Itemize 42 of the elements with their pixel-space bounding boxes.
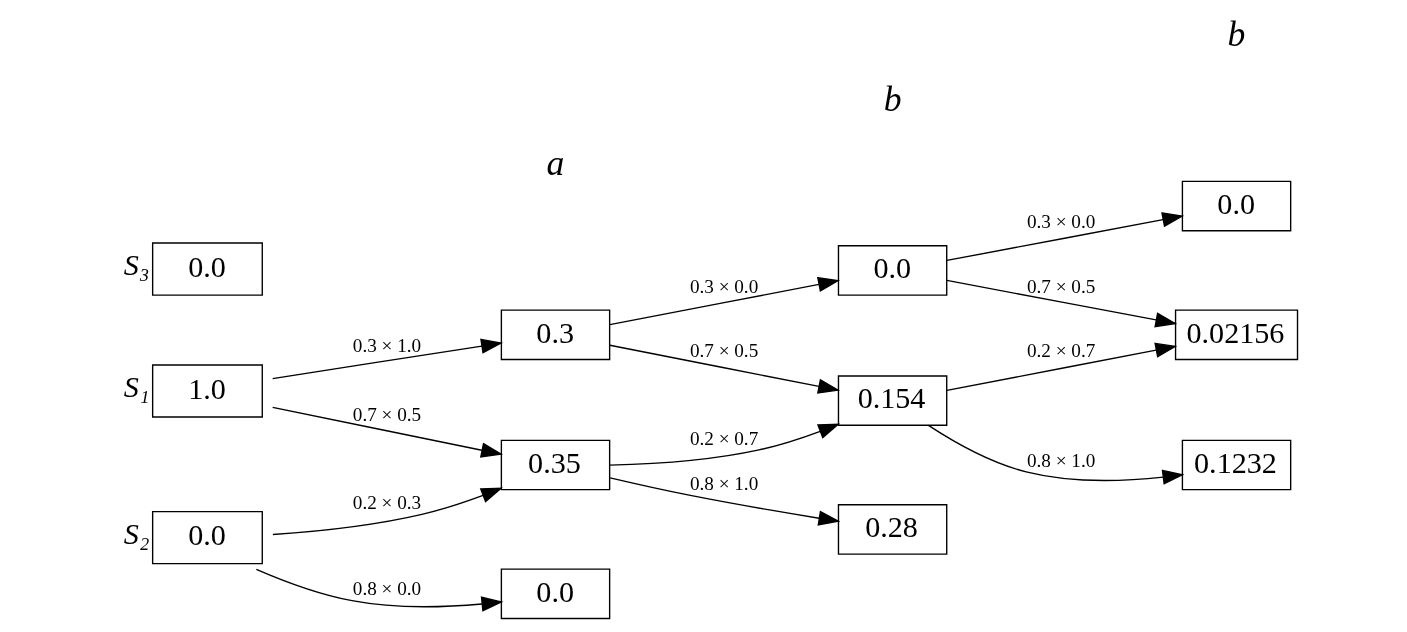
edge-label: 0.8 × 1.0 [689, 472, 759, 494]
edge-label: 0.8 × 1.0 [1026, 449, 1096, 471]
node-box: 0.02156 [1174, 309, 1299, 361]
arrow [946, 279, 1178, 328]
node-label: S₂ [123, 516, 150, 551]
node-box: 0.1232 [1181, 439, 1292, 491]
node-box: 0.28 [837, 504, 948, 555]
node-box: 0.0 [500, 568, 611, 620]
edge-label: 0.7 × 0.5 [1026, 275, 1096, 297]
arrow [609, 477, 841, 526]
node-box: 0.0 [151, 510, 263, 565]
edge-label: 0.8 × 0.0 [352, 578, 422, 600]
node-box: 1.0 [151, 364, 263, 418]
arrow [609, 344, 840, 394]
node-box: 0.0 [151, 242, 263, 296]
edge-label: 0.7 × 0.5 [689, 340, 759, 362]
node-box: 0.154 [837, 375, 948, 426]
arrow [927, 424, 1185, 485]
arrow [609, 423, 841, 466]
edge-label: 0.3 × 0.0 [1026, 211, 1096, 233]
arrow [272, 406, 503, 458]
arrow [609, 276, 840, 326]
arrow [946, 212, 1185, 262]
arrow [272, 338, 503, 380]
edge-label: 0.2 × 0.7 [689, 427, 759, 449]
edge-label: 0.3 × 0.0 [689, 275, 759, 297]
label: a [546, 142, 565, 183]
edge-label: 0.2 × 0.7 [1026, 340, 1096, 362]
node-box: 0.0 [837, 245, 948, 296]
arrow [272, 487, 503, 536]
label: b [1227, 14, 1246, 55]
label: b [883, 78, 902, 119]
edge-label: 0.2 × 0.3 [352, 492, 422, 514]
arrow [946, 342, 1178, 392]
edge-label: 0.7 × 0.5 [352, 404, 422, 426]
node-box: 0.35 [500, 439, 611, 491]
node-label: S₁ [123, 370, 150, 405]
edge-label: 0.3 × 1.0 [352, 334, 422, 356]
node-label: S₃ [123, 248, 150, 283]
arrow [255, 568, 504, 612]
node-box: 0.3 [500, 309, 611, 361]
node-box: 0.0 [1181, 180, 1292, 232]
